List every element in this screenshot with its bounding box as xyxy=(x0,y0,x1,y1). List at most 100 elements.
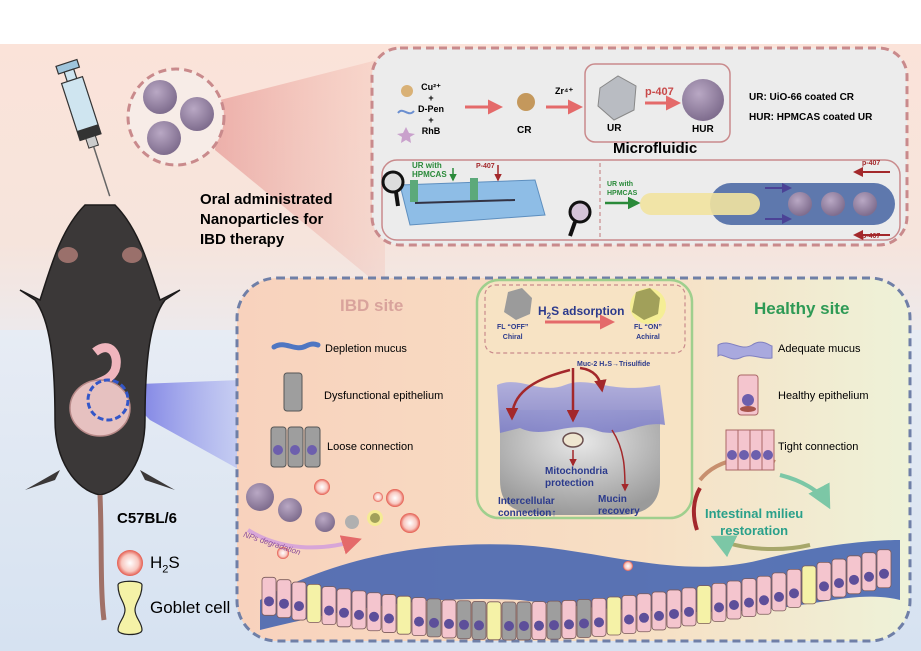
on-state-label: FL “ON” Achiral xyxy=(634,323,662,343)
gut-zoom-beam xyxy=(115,380,240,470)
chip-inlet1-line: UR with xyxy=(412,161,442,170)
reagent-list: Cu²⁺ + D-Pen + RhB xyxy=(418,82,444,137)
hur-particle xyxy=(682,79,724,121)
adsorption-box xyxy=(484,284,686,354)
intro-title: Oral administrated Nanoparticles for IBD… xyxy=(200,190,333,250)
chip-slide xyxy=(399,179,546,226)
h2s-bubble xyxy=(314,479,330,495)
chip-inlet1-label: UR with HPMCAS xyxy=(412,161,447,179)
h2s-bubble xyxy=(277,547,289,559)
h2s-bubble xyxy=(373,492,383,502)
flow-inlet-line: HPMCAS xyxy=(607,190,638,197)
loose-connection-icon xyxy=(270,426,321,468)
cell-nucleus xyxy=(369,611,379,622)
h2s-bubble xyxy=(400,513,420,533)
chip-inlet2-label: P-407 xyxy=(476,163,495,170)
cell-nucleus xyxy=(849,574,859,585)
cell-nucleus xyxy=(594,617,604,628)
restoration-line: restoration xyxy=(720,523,789,538)
microfluidic-title: Microfluidic xyxy=(613,140,698,157)
reagent-cu: Cu²⁺ xyxy=(421,82,441,92)
sheath-top-label: p-407 xyxy=(862,160,881,167)
healthy-legend-connection: Tight connection xyxy=(778,441,859,453)
h2s-legend-label: H2S xyxy=(150,553,180,576)
nanoparticle xyxy=(345,515,359,529)
reagent-dpen: D-Pen xyxy=(418,104,445,114)
goblet-cell xyxy=(486,601,502,641)
off-state-line: FL “OFF” xyxy=(497,324,529,331)
muc2-reaction: Muc-2 H₂S→Trisulfide xyxy=(577,361,651,368)
cell-nucleus xyxy=(864,571,874,582)
dysfunctional-epithelium-icon xyxy=(283,372,303,412)
outcome-intercellular-line: connection↑ xyxy=(498,508,557,519)
tight-connection-icon xyxy=(725,429,775,471)
nanoparticle xyxy=(147,121,181,155)
flow-inlet-label: UR with HPMCAS xyxy=(607,180,637,198)
cell-nucleus xyxy=(624,614,634,625)
h2s-bubble xyxy=(623,561,633,571)
cell-nucleus xyxy=(444,618,454,629)
zr-label: Zr⁴⁺ xyxy=(555,86,574,96)
cell-nucleus xyxy=(759,595,769,606)
healthy-epithelium-icon xyxy=(737,374,759,416)
epithelium-row xyxy=(261,549,892,641)
microfluidic-panel xyxy=(381,159,901,241)
muc2-label: Muc-2 xyxy=(577,361,598,368)
mouse-strain-label: C57BL/6 xyxy=(117,510,178,527)
sheath-bottom-label: p-407 xyxy=(862,233,881,240)
cr-label: CR xyxy=(517,125,532,136)
cell-nucleus xyxy=(654,610,664,621)
cell-nucleus xyxy=(684,606,694,617)
cell-nucleus xyxy=(669,608,679,619)
copper-sphere-icon xyxy=(401,85,413,97)
cell-nucleus xyxy=(339,607,349,618)
goblet-cell-icon xyxy=(117,580,143,636)
outcome-mucin-line: recovery xyxy=(598,506,640,517)
ur-on-particle xyxy=(632,288,660,320)
nanoparticle xyxy=(180,97,214,131)
inner-tube xyxy=(640,193,760,215)
ibd-legend-mucus: Depletion mucus xyxy=(325,343,407,355)
hur-particle xyxy=(853,192,877,216)
cell-nucleus xyxy=(789,588,799,599)
nanoparticle xyxy=(315,512,335,532)
cell-nucleus xyxy=(519,620,529,631)
ur-off-particle xyxy=(504,288,532,320)
hur-label: HUR xyxy=(692,124,714,135)
intro-line: Nanoparticles for xyxy=(200,211,324,228)
cell-nucleus xyxy=(639,612,649,623)
cell-nucleus xyxy=(714,602,724,613)
chip-inlet1-line: HPMCAS xyxy=(412,170,447,179)
cell-nucleus xyxy=(354,609,364,620)
cell-nucleus xyxy=(729,600,739,611)
restoration-line: Intestinal milieu xyxy=(705,506,804,521)
flow-inlet-line: UR with xyxy=(607,181,634,188)
hur-particle xyxy=(788,192,812,216)
gut-focus-ring xyxy=(86,378,130,422)
outcome-mucin-line: Mucin xyxy=(598,494,627,505)
cell-nucleus xyxy=(819,581,829,592)
ur-hur-box xyxy=(584,63,731,143)
healthy-legend-mucus: Adequate mucus xyxy=(778,343,861,355)
goblet-cell xyxy=(306,583,322,623)
mouse-illustration xyxy=(19,204,181,621)
ibd-legend-epithelium: Dysfunctional epithelium xyxy=(324,390,444,402)
trisulfide-label: Trisulfide xyxy=(619,361,651,368)
cell-nucleus xyxy=(429,617,439,628)
ibd-legend-connection: Loose connection xyxy=(327,441,414,453)
zoom-beam xyxy=(215,58,385,290)
cell-nucleus xyxy=(579,618,589,629)
p407-label: p-407 xyxy=(645,86,674,98)
mitochondria-icon xyxy=(562,432,584,448)
definitions: UR: UiO-66 coated CR HUR: HPMCAS coated … xyxy=(749,88,872,128)
outcome-mito-line: protection xyxy=(545,478,594,489)
rhb-star-icon xyxy=(397,127,415,143)
outcome-mucin: Mucin recovery xyxy=(598,494,640,518)
on-state-line: Achiral xyxy=(636,334,660,341)
intro-line: IBD therapy xyxy=(200,231,285,248)
adsorption-label: H2S adsorption xyxy=(538,304,625,321)
cell-nucleus xyxy=(534,620,544,631)
magnifier-icon xyxy=(568,200,592,224)
outcome-mito-line: Mitochondria xyxy=(545,466,608,477)
nanoparticle xyxy=(246,483,274,511)
